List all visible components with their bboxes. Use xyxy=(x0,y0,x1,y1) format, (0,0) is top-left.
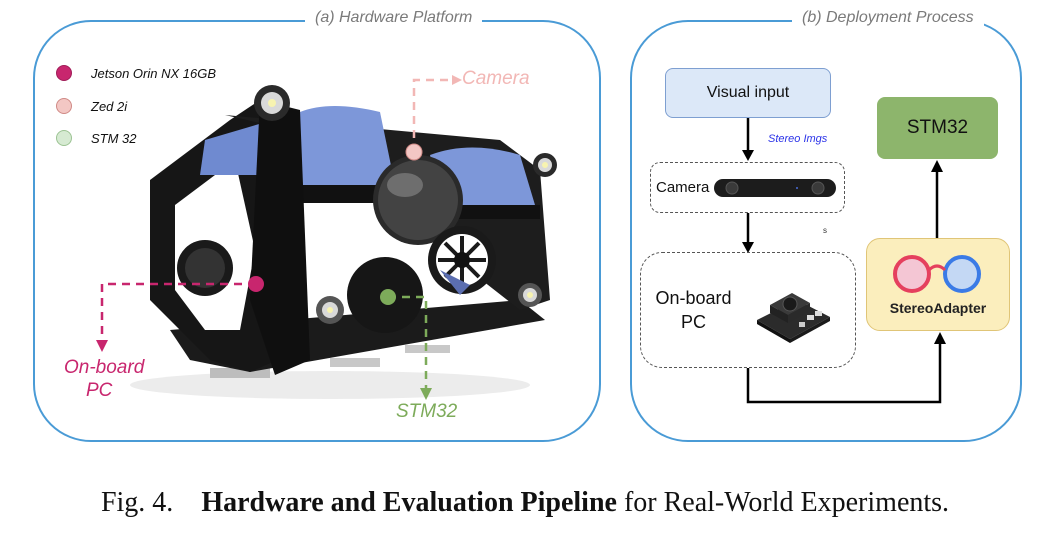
inner-side-plate xyxy=(250,100,310,375)
onboard-pc-label: On-board PC xyxy=(641,286,746,334)
hardware-platform-title: (a) Hardware Platform xyxy=(305,9,483,27)
onboard-pc-label-line2: PC xyxy=(680,312,706,332)
skid xyxy=(210,368,270,378)
visual-input-node: Visual input xyxy=(665,68,831,118)
caption-prefix: Fig. 4. xyxy=(100,487,174,518)
stereo-adapter-label: StereoAdapter xyxy=(889,299,987,316)
legend-dot-stm32 xyxy=(56,130,72,146)
onboard-pc-node: On-board PC xyxy=(640,252,856,368)
legend-dot-zed xyxy=(56,98,72,114)
camera-marker xyxy=(405,143,423,161)
deployment-process-title: (b) Deployment Process xyxy=(792,9,984,27)
skid xyxy=(405,345,450,353)
caption-bold-title: Hardware and Evaluation Pipeline xyxy=(201,487,617,518)
arrowhead xyxy=(934,332,946,344)
thruster-blade xyxy=(440,270,470,295)
arrowhead xyxy=(742,242,754,253)
camera-dome-highlight xyxy=(387,173,423,197)
arrowhead xyxy=(742,150,754,161)
buoyancy-base xyxy=(445,205,540,219)
legend-label-jetson: Jetson Orin NX 16GB xyxy=(91,66,216,81)
legend-dot-jetson xyxy=(56,65,72,81)
stereo-imgs-label: Stereo Imgs xyxy=(768,133,828,145)
stm32-label: STM32 xyxy=(906,117,969,138)
camera-label: Camera xyxy=(656,179,710,196)
stm32-callout-label: STM32 xyxy=(396,401,458,422)
arrowhead xyxy=(931,160,943,172)
rov-robot-illustration xyxy=(96,75,557,400)
stm32-node: STM32 xyxy=(877,97,998,159)
stray-mark: s xyxy=(823,226,827,235)
skid xyxy=(330,358,380,367)
camera-callout-arrowhead xyxy=(452,75,462,85)
onboard-pc-callout-arrowhead xyxy=(96,340,108,352)
visual-input-label: Visual input xyxy=(706,84,790,101)
stereo-camera-icon xyxy=(714,178,837,197)
legend-label-stm32: STM 32 xyxy=(91,131,137,146)
stereo-glasses-icon xyxy=(893,254,981,293)
onboard-pc-callout-label-line2: PC xyxy=(86,380,113,401)
onboard-pc-callout-line xyxy=(100,282,256,340)
stereo-adapter-node: StereoAdapter xyxy=(866,238,1010,331)
onboard-pc-callout-label-line1: On-board xyxy=(64,357,145,378)
stm32-marker xyxy=(380,289,396,305)
arrow-pc-to-adapter xyxy=(746,342,942,404)
legend-label-zed: Zed 2i xyxy=(91,99,128,114)
camera-callout-label: Camera xyxy=(462,68,530,89)
camera-node: Camera xyxy=(650,162,845,213)
camera-callout-line xyxy=(412,78,452,152)
figure-caption: Fig. 4. Hardware and Evaluation Pipeline… xyxy=(0,487,1050,519)
caption-rest: for Real-World Experiments. xyxy=(616,487,950,518)
jetson-board-icon xyxy=(757,293,830,343)
onboard-pc-label-line1: On-board xyxy=(655,288,732,308)
deployment-flow-connectors xyxy=(742,118,946,404)
onboard-pc-marker xyxy=(248,276,264,292)
stm32-callout-line xyxy=(388,295,428,388)
buoyancy-block-left xyxy=(300,106,395,200)
stm32-callout-arrowhead xyxy=(420,388,432,400)
